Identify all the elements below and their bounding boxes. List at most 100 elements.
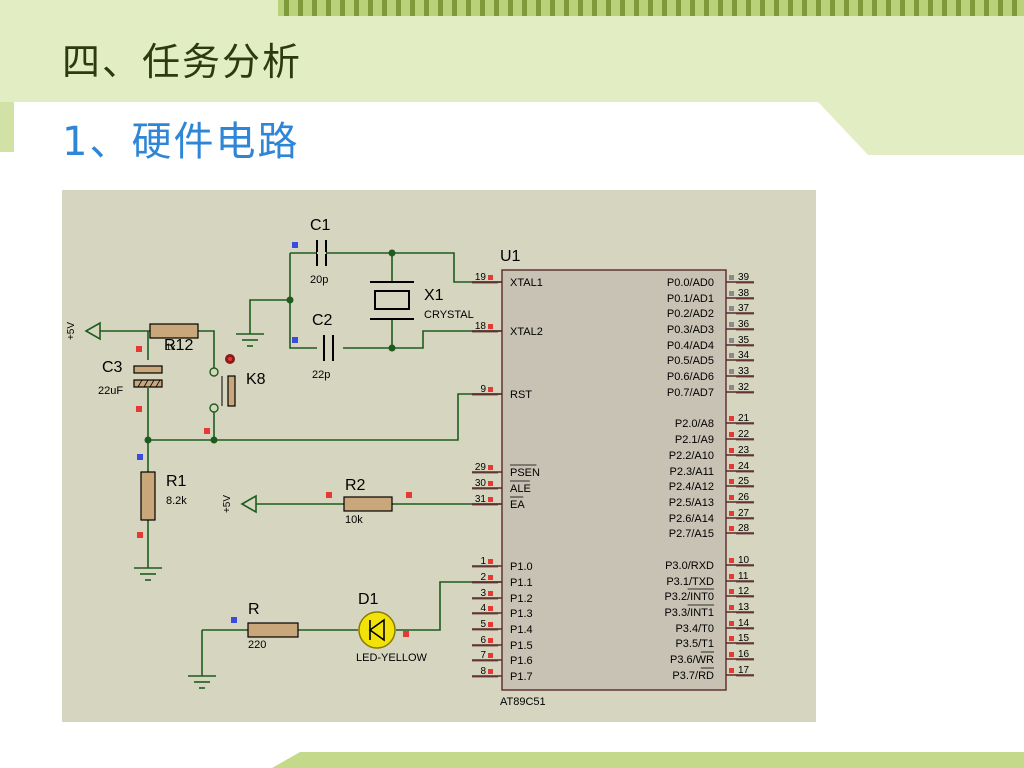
u1-pin-name: P1.0 bbox=[510, 561, 533, 573]
u1-pin-name: P1.4 bbox=[510, 624, 533, 636]
u1-pin-number: 9 bbox=[480, 384, 486, 395]
u1-pin-marker bbox=[488, 497, 493, 502]
u1-pin-name: P1.6 bbox=[510, 655, 533, 667]
junctions bbox=[144, 249, 396, 444]
ground-symbol-crystal bbox=[236, 333, 264, 347]
u1-pin-name: P3.3/INT1 bbox=[664, 607, 714, 619]
u1-pin-marker bbox=[488, 622, 493, 627]
r-value: 220 bbox=[248, 639, 266, 651]
c2-ref: C2 bbox=[312, 312, 333, 329]
page-title: 四、任务分析 bbox=[62, 40, 303, 84]
u1-pin-marker bbox=[729, 464, 734, 469]
resistor-r: R 220 bbox=[231, 601, 299, 651]
u1-pin-name: P1.5 bbox=[510, 640, 533, 652]
u1-pin-number: 26 bbox=[738, 492, 750, 503]
u1-pin-number: 27 bbox=[738, 508, 750, 519]
u1-pin-number: 18 bbox=[475, 321, 487, 332]
x1-value: CRYSTAL bbox=[424, 309, 474, 321]
u1-pin-marker bbox=[729, 369, 734, 374]
section-title: 1、硬件电路 bbox=[62, 119, 300, 165]
u1-pin-number: 39 bbox=[738, 272, 750, 283]
u1-pin-name: P3.7/RD bbox=[672, 670, 714, 682]
u1-pin-marker bbox=[488, 575, 493, 580]
u1-pin-number: 22 bbox=[738, 429, 750, 440]
u1-pin-number: 37 bbox=[738, 303, 750, 314]
u1-pin-marker bbox=[729, 448, 734, 453]
r2-value: 10k bbox=[345, 514, 363, 526]
u1-pin-marker bbox=[729, 589, 734, 594]
u1-pin-marker bbox=[729, 338, 734, 343]
x1-ref: X1 bbox=[424, 287, 444, 304]
d1-value: LED-YELLOW bbox=[356, 652, 428, 664]
u1-pin-marker bbox=[729, 353, 734, 358]
u1-pin-name: P1.1 bbox=[510, 577, 533, 589]
u1-pin-name: P0.1/AD1 bbox=[667, 293, 714, 305]
u1-pin-marker bbox=[488, 653, 493, 658]
c1-value: 20p bbox=[310, 274, 328, 286]
u1-pin-number: 6 bbox=[480, 635, 486, 646]
u1-pin-marker bbox=[729, 275, 734, 280]
u1-pin-number: 28 bbox=[738, 523, 750, 534]
u1-pin-name: P2.1/A9 bbox=[675, 434, 714, 446]
u1-pin-number: 31 bbox=[475, 494, 487, 505]
d1-ref: D1 bbox=[358, 591, 379, 608]
u1-pin-name: P0.6/AD6 bbox=[667, 371, 714, 383]
u1-pin-number: 30 bbox=[475, 478, 487, 489]
u1-pin-name: EA bbox=[510, 499, 525, 511]
r12-ref: R12 bbox=[164, 337, 193, 354]
u1-pin-marker bbox=[488, 324, 493, 329]
c3-value: 22uF bbox=[98, 385, 123, 397]
u1-pin-name: P1.7 bbox=[510, 671, 533, 683]
u1-ref: U1 bbox=[500, 248, 521, 265]
u1-pin-name: P0.0/AD0 bbox=[667, 277, 714, 289]
u1-pin-name: P0.3/AD3 bbox=[667, 324, 714, 336]
u1-pin-number: 7 bbox=[480, 650, 486, 661]
c2-value: 22p bbox=[312, 369, 330, 381]
u1-pin-number: 5 bbox=[480, 619, 486, 630]
u1-right-pins: 39P0.0/AD038P0.1/AD137P0.2/AD236P0.3/AD3… bbox=[664, 272, 754, 682]
u1-pin-marker bbox=[488, 387, 493, 392]
u1-pin-number: 12 bbox=[738, 586, 750, 597]
u1-pin-marker bbox=[488, 275, 493, 280]
u1-pin-name: P0.7/AD7 bbox=[667, 387, 714, 399]
ground-symbol-r1 bbox=[134, 567, 162, 581]
u1-pin-marker bbox=[488, 669, 493, 674]
u1-pin-number: 2 bbox=[480, 572, 486, 583]
u1-pin-name: XTAL1 bbox=[510, 277, 543, 289]
top-stripe-band bbox=[284, 0, 1017, 16]
u1-pin-marker bbox=[729, 558, 734, 563]
power-5v-top: +5V bbox=[66, 321, 101, 341]
u1-pin-marker bbox=[488, 465, 493, 470]
u1-pin-name: P2.2/A10 bbox=[669, 450, 714, 462]
resistor-r1: R1 8.2k bbox=[137, 454, 187, 538]
u1-pin-name: P3.1/TXD bbox=[666, 576, 714, 588]
u1-pin-marker bbox=[729, 605, 734, 610]
u1-pin-number: 21 bbox=[738, 413, 750, 424]
u1-pin-marker bbox=[729, 322, 734, 327]
u1-pin-number: 38 bbox=[738, 288, 750, 299]
u1-pin-number: 32 bbox=[738, 382, 750, 393]
u1-pin-number: 15 bbox=[738, 633, 750, 644]
u1-pin-name: P2.5/A13 bbox=[669, 497, 714, 509]
ground-symbol-r bbox=[188, 675, 216, 689]
u1-pin-number: 10 bbox=[738, 555, 750, 566]
u1-pin-number: 3 bbox=[480, 588, 486, 599]
u1-pin-marker bbox=[729, 621, 734, 626]
power-5v-bottom: +5V bbox=[222, 494, 257, 514]
u1-pin-number: 11 bbox=[738, 571, 749, 582]
u1-pin-marker bbox=[729, 668, 734, 673]
r2-ref: R2 bbox=[345, 477, 366, 494]
u1-pin-name: P3.0/RXD bbox=[665, 560, 714, 572]
r-ref: R bbox=[248, 601, 260, 618]
u1-pin-name: P2.6/A14 bbox=[669, 513, 714, 525]
u1-pin-marker bbox=[729, 526, 734, 531]
u1-pin-name: P1.3 bbox=[510, 608, 533, 620]
u1-pin-name: P2.0/A8 bbox=[675, 418, 714, 430]
r1-value: 8.2k bbox=[166, 495, 187, 507]
power-5v-bottom-label: +5V bbox=[222, 495, 233, 513]
c1-ref: C1 bbox=[310, 217, 331, 234]
u1-pin-name: P1.2 bbox=[510, 593, 533, 605]
u1-pin-number: 36 bbox=[738, 319, 750, 330]
u1-pin-marker bbox=[729, 652, 734, 657]
